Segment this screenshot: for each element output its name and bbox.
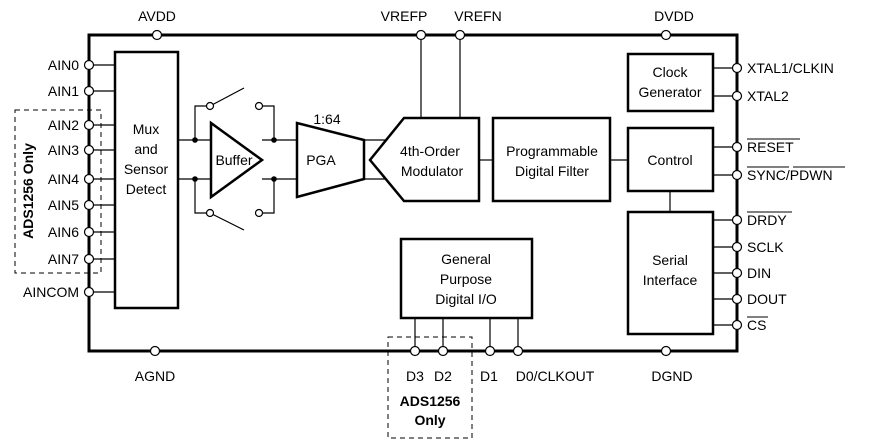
control-label: Control — [647, 152, 692, 168]
pin-sync-pdwn — [731, 169, 743, 181]
pin-label-d1: D1 — [480, 368, 498, 384]
pin-label-ain1: AIN1 — [48, 83, 79, 99]
pin-label-dvdd: DVDD — [654, 8, 694, 24]
pin-dvdd — [660, 29, 672, 41]
mux-label-line3: Sensor — [124, 161, 169, 177]
pin-label-d3: D3 — [406, 368, 424, 384]
pin-reset — [731, 141, 743, 153]
pin-label-avdd: AVDD — [138, 8, 176, 24]
gpio-label-line3: Digital I/O — [435, 291, 497, 307]
pin-ain4 — [83, 173, 95, 185]
pin-xtal2 — [731, 90, 743, 102]
pin-label-vrefn: VREFN — [454, 8, 501, 24]
pin-label-drdy: DRDY — [747, 212, 787, 228]
pin-cs — [731, 319, 743, 331]
pin-label-agnd: AGND — [135, 368, 175, 384]
pin-label-dgnd: DGND — [651, 368, 692, 384]
modulator-label-line2: Modulator — [401, 163, 464, 179]
pin-vrefn — [454, 29, 466, 41]
pin-din — [731, 267, 743, 279]
pin-ain0 — [83, 59, 95, 71]
pin-label-xtal2: XTAL2 — [747, 88, 789, 104]
serial-label-line2: Interface — [643, 272, 698, 288]
pin-label-sync-pdwn: SYNC/PDWN — [747, 167, 833, 183]
left-only-note: ADS1256 Only — [20, 143, 36, 239]
pin-vrefp — [415, 29, 427, 41]
filter-label-line1: Programmable — [506, 143, 598, 159]
gpio-label-line1: General — [441, 251, 491, 267]
pin-label-dout: DOUT — [747, 291, 787, 307]
pin-agnd — [149, 345, 161, 357]
pin-ain1 — [83, 85, 95, 97]
serial-interface-block — [626, 210, 715, 336]
bottom-only-dashed-box — [387, 336, 473, 439]
mux-block — [113, 50, 180, 310]
pin-ain2 — [83, 119, 95, 131]
clock-label-line2: Generator — [638, 84, 701, 100]
pin-label-vrefp: VREFP — [381, 8, 428, 24]
pin-label-ain4: AIN4 — [48, 171, 79, 187]
pin-d2 — [437, 345, 449, 357]
pin-xtal1 — [731, 62, 743, 74]
left-only-dashed-box — [14, 109, 102, 274]
gpio-block — [399, 237, 534, 320]
bottom-only-note-line1: ADS1256 — [400, 393, 461, 409]
modulator-label-line1: 4th-Order — [400, 143, 460, 159]
serial-label-line1: Serial — [652, 252, 688, 268]
pin-d3 — [409, 345, 421, 357]
clock-generator-block — [626, 52, 715, 113]
clock-label-line1: Clock — [652, 64, 688, 80]
buffer-label: Buffer — [215, 152, 252, 168]
right-pin-wires — [713, 62, 743, 331]
pin-sclk — [731, 241, 743, 253]
pin-avdd — [151, 29, 163, 41]
modulator-block — [368, 116, 481, 203]
pga-gain-label: 1:64 — [313, 111, 340, 127]
mux-label-line2: and — [134, 141, 157, 157]
buffer-bypass-switches — [192, 87, 277, 231]
pin-label-ain0: AIN0 — [48, 57, 79, 73]
buffer-block — [209, 120, 265, 200]
pin-label-ain5: AIN5 — [48, 197, 79, 213]
pin-d0 — [512, 345, 524, 357]
pin-label-din: DIN — [747, 265, 771, 281]
pin-drdy — [731, 214, 743, 226]
pin-dout — [731, 293, 743, 305]
pin-label-ain3: AIN3 — [48, 142, 79, 158]
gpio-label-line2: Purpose — [440, 271, 492, 287]
filter-block — [491, 116, 612, 203]
control-block — [626, 126, 715, 193]
pga-block — [295, 121, 366, 199]
pin-d1 — [484, 345, 496, 357]
pin-ain3 — [83, 144, 95, 156]
pin-label-sclk: SCLK — [747, 239, 784, 255]
mux-label-line4: Detect — [126, 181, 167, 197]
pin-label-xtal1: XTAL1/CLKIN — [747, 60, 834, 76]
left-pin-group — [83, 59, 115, 298]
pin-dgnd — [660, 345, 672, 357]
pin-label-aincom: AINCOM — [23, 284, 79, 300]
mux-label-line1: Mux — [133, 121, 159, 137]
pin-label-ain7: AIN7 — [48, 251, 79, 267]
pin-label-ain6: AIN6 — [48, 224, 79, 240]
pin-label-cs: CS — [747, 317, 766, 333]
pin-label-d2: D2 — [434, 368, 452, 384]
pin-label-d0: D0/CLKOUT — [516, 368, 595, 384]
pin-ain5 — [83, 199, 95, 211]
pga-label: PGA — [306, 152, 336, 168]
pin-ain7 — [83, 253, 95, 265]
pin-label-ain2: AIN2 — [48, 117, 79, 133]
pin-ain6 — [83, 226, 95, 238]
pin-aincom — [83, 286, 95, 298]
bottom-only-note-line2: Only — [414, 412, 445, 428]
pin-label-reset: RESET — [747, 139, 794, 155]
filter-label-line2: Digital Filter — [515, 163, 589, 179]
active-low-overbars — [747, 138, 845, 318]
